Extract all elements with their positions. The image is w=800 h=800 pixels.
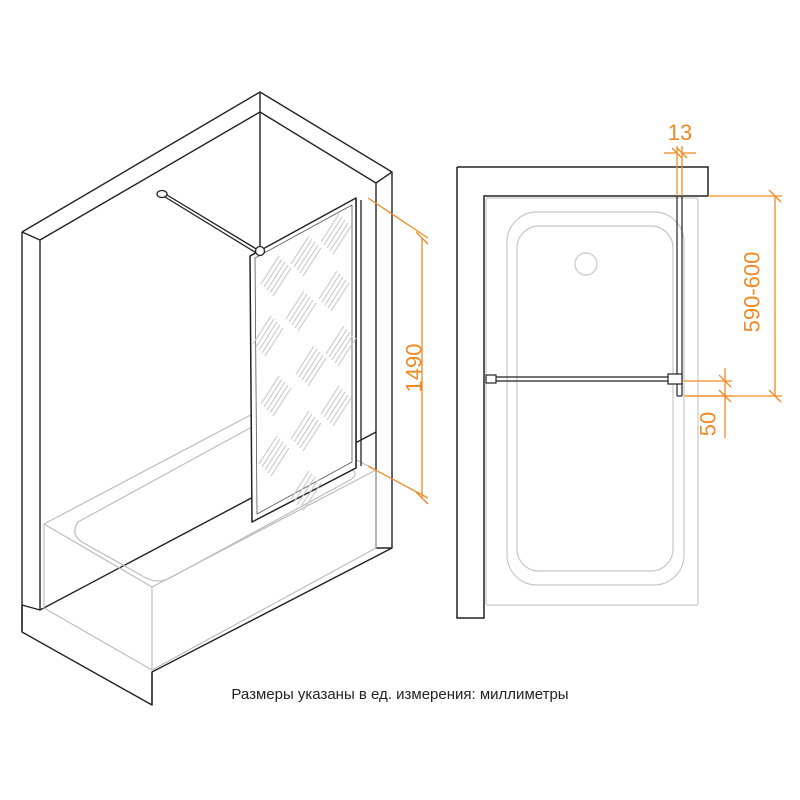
glass-streak [255, 318, 275, 348]
glass-streak [327, 279, 347, 309]
glass-streak [288, 293, 308, 323]
glass-streak [323, 388, 343, 418]
dimension-13 [664, 146, 696, 196]
glass-streak [304, 354, 324, 384]
glass-streak [252, 315, 272, 345]
glass-streak [332, 397, 352, 427]
glass-streak [301, 351, 321, 381]
dimension-label-590-600: 590-600 [740, 252, 765, 333]
glass-streak [320, 385, 340, 415]
glass-streak [266, 261, 286, 291]
glass-streak [334, 334, 354, 364]
glass-streak [285, 290, 305, 320]
glass-streak [318, 270, 338, 300]
glass-streak [269, 384, 289, 414]
glass-streak [293, 473, 313, 503]
glass-streak [293, 413, 313, 443]
glass-pattern [252, 213, 357, 512]
glass-streak [290, 470, 310, 500]
glass-streak [293, 238, 313, 268]
glass-streak [302, 422, 322, 452]
glass-streak [329, 394, 349, 424]
glass-streak [324, 276, 344, 306]
glass-streak [264, 327, 284, 357]
glass-streak [302, 482, 322, 512]
glass-streak [290, 410, 310, 440]
glass-streak [291, 296, 311, 326]
glass-panel [249, 197, 357, 523]
glass-streak [332, 225, 352, 255]
glass-streak [263, 258, 283, 288]
stabilizer-bar [156, 189, 266, 257]
glass-streak [260, 255, 280, 285]
glass-streak [266, 381, 286, 411]
glass-streak [296, 241, 316, 271]
glass-streak [298, 348, 318, 378]
glass-streak [272, 387, 292, 417]
glass-panel-plan [676, 196, 683, 397]
glass-streak [264, 441, 284, 471]
dimension-590-600 [686, 189, 782, 403]
glass-streak [261, 438, 281, 468]
glass-streak [296, 476, 316, 506]
glass-streak [267, 444, 287, 474]
glass-streak [297, 302, 317, 332]
dimension-50 [684, 368, 732, 438]
glass-streak [302, 247, 322, 277]
glass-streak [337, 337, 357, 367]
units-note: Размеры указаны в ед. измерения: миллиме… [231, 686, 569, 703]
isometric-view: 1490 [21, 91, 429, 706]
glass-streak [307, 357, 327, 387]
glass-streak [321, 273, 341, 303]
glass-streak [299, 479, 319, 509]
glass-streak [323, 216, 343, 246]
glass-streak [260, 375, 280, 405]
glass-streak [269, 264, 289, 294]
glass-streak [270, 447, 290, 477]
glass-streak [328, 328, 348, 358]
dimension-1490 [367, 197, 429, 505]
glass-streak [290, 235, 310, 265]
glass-streak [331, 331, 351, 361]
dimension-label-50: 50 [696, 412, 721, 436]
glass-streak [299, 419, 319, 449]
glass-streak [261, 324, 281, 354]
glass-streak [263, 378, 283, 408]
bathtub-plan [485, 197, 699, 606]
plan-view: 13 590-600 50 [456, 120, 782, 619]
glass-streak [258, 321, 278, 351]
glass-streak [295, 345, 315, 375]
stabilizer-bar-plan [485, 373, 683, 385]
glass-streak [272, 267, 292, 297]
plan-wall [456, 166, 709, 619]
glass-streak [320, 213, 340, 243]
glass-streak [325, 325, 345, 355]
glass-streak [258, 435, 278, 465]
dimension-label-13: 13 [668, 120, 692, 145]
dimension-label-1490: 1490 [402, 344, 427, 393]
glass-streak [294, 299, 314, 329]
glass-streak [326, 391, 346, 421]
glass-streak [299, 244, 319, 274]
glass-streak [329, 222, 349, 252]
glass-streak [326, 219, 346, 249]
glass-streak [330, 282, 350, 312]
glass-streak [296, 416, 316, 446]
